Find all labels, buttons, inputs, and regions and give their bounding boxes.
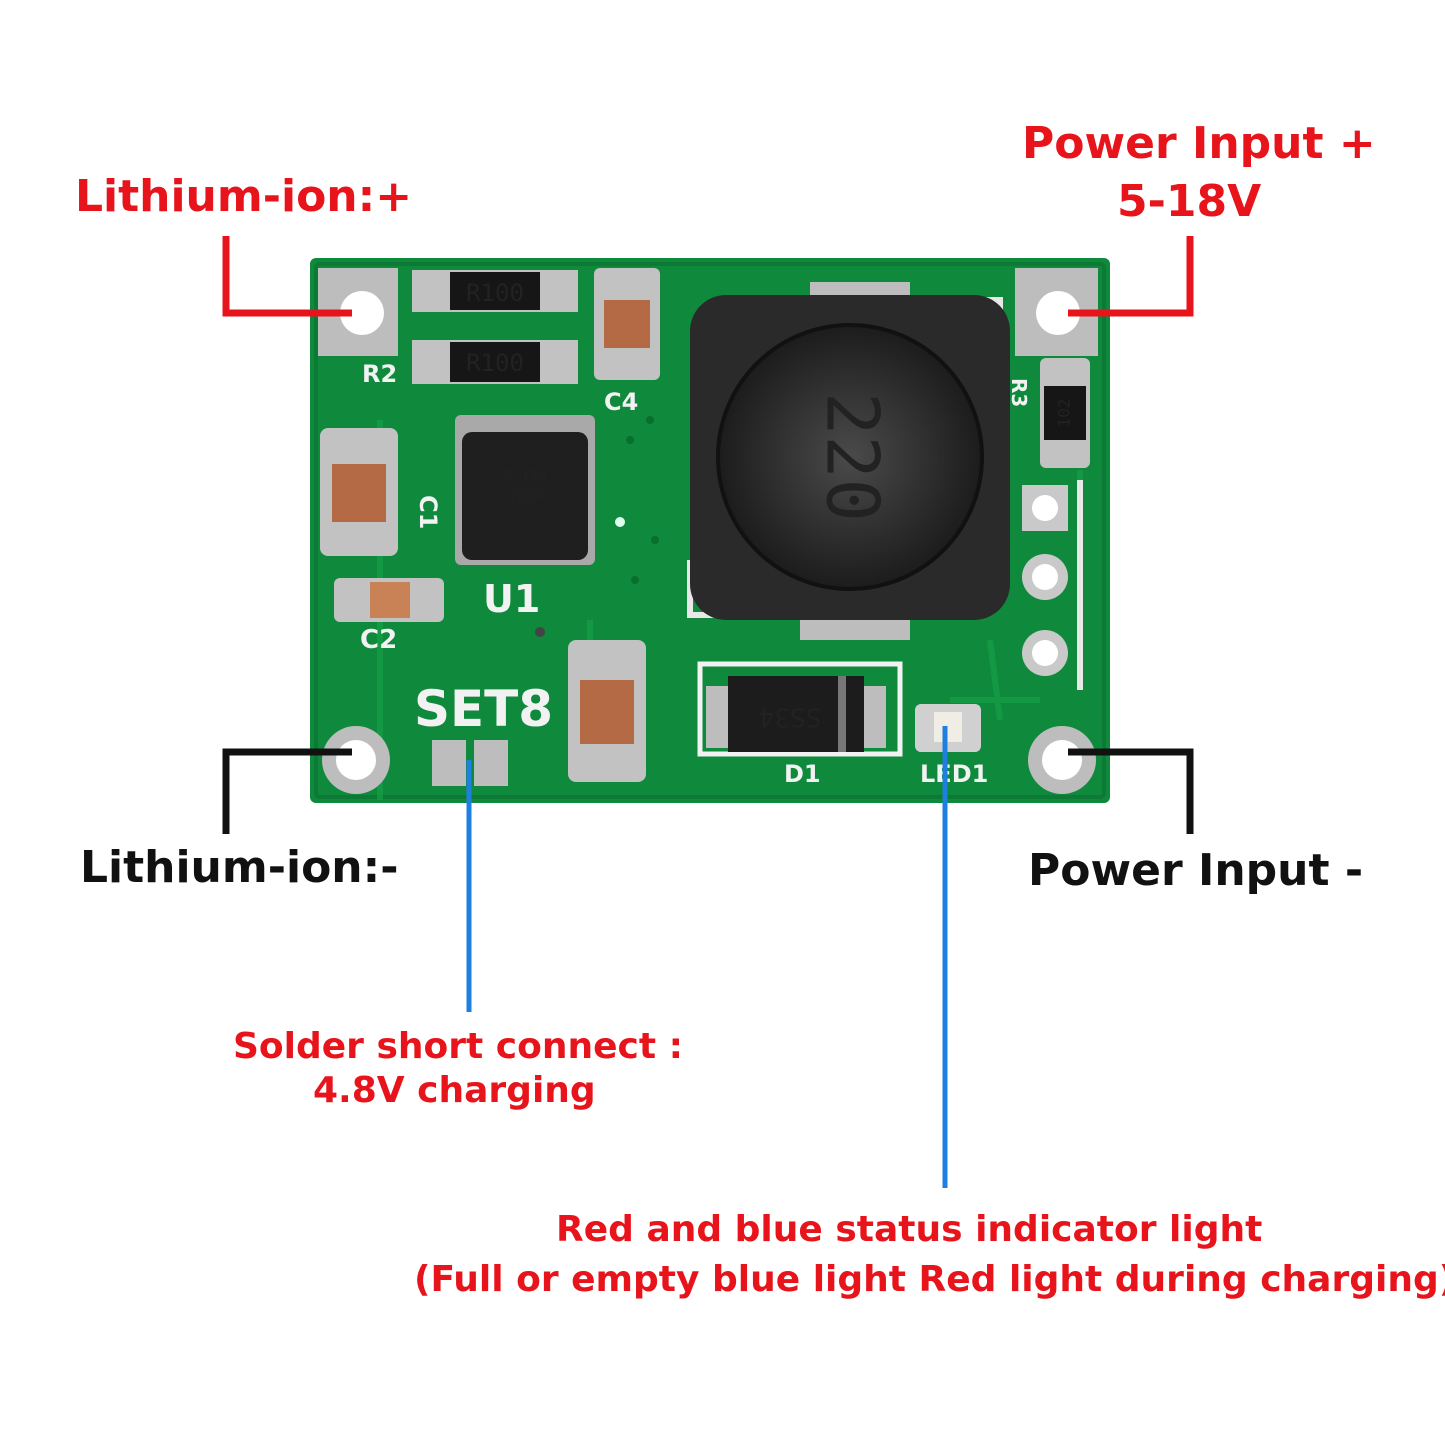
pad-top-left: [318, 268, 398, 356]
label-solder-line2: 4.8V charging: [313, 1070, 596, 1111]
svg-text:220: 220: [810, 392, 894, 522]
label-solder-line1: Solder short connect :: [233, 1026, 683, 1067]
leader-power-plus: [1068, 236, 1194, 317]
leader-power-minus: [1068, 748, 1194, 834]
svg-text:2224: 2224: [508, 488, 542, 504]
silk-r2: R2: [362, 360, 397, 388]
svg-text:F 100: F 100: [504, 468, 546, 484]
pad-bottom-left: [322, 726, 390, 794]
label-power-plus-line1: Power Input +: [1022, 118, 1376, 169]
label-lithium-minus: Lithium-ion:-: [80, 842, 399, 893]
resistor-top: R100: [412, 270, 578, 312]
capacitor-c1: [320, 428, 398, 556]
resistor-r3: 102: [1040, 358, 1090, 468]
ic-u1: F 100 2224: [455, 415, 595, 565]
inductor: 220: [690, 282, 1010, 640]
leader-lithium-minus: [222, 748, 352, 834]
label-lithium-plus: Lithium-ion:+: [75, 171, 413, 222]
led1: [915, 704, 981, 752]
leader-lithium-plus: [222, 236, 352, 317]
svg-text:SS34: SS34: [759, 702, 822, 732]
label-indicator-line1: Red and blue status indicator light: [556, 1209, 1263, 1250]
label-indicator-line2: (Full or empty blue light Red light duri…: [414, 1259, 1445, 1300]
diode-d1: SS34: [697, 661, 903, 757]
silk-c2: C2: [360, 625, 397, 655]
silk-d1: D1: [784, 760, 821, 788]
capacitor-c2: [334, 578, 444, 622]
label-power-minus: Power Input -: [1028, 845, 1364, 896]
silk-c1: C1: [414, 495, 442, 529]
svg-text:R100: R100: [466, 349, 524, 377]
silk-c4: C4: [604, 388, 638, 416]
resistor-bottom: R100: [412, 340, 578, 384]
capacitor-c4: [594, 268, 660, 380]
silk-led1: LED1: [920, 760, 988, 788]
svg-text:R100: R100: [466, 279, 524, 307]
svg-text:102: 102: [1055, 399, 1074, 428]
pad-bottom-right: [1028, 726, 1096, 794]
label-power-plus-line2: 5-18V: [1117, 176, 1262, 227]
silk-r3: R3: [1007, 378, 1031, 407]
set-solder-pads: [432, 740, 508, 786]
header-pins: [1022, 485, 1068, 676]
silk-set: SET8: [414, 680, 553, 738]
capacitor-bottom: [568, 640, 646, 782]
silk-u1: U1: [483, 577, 540, 621]
